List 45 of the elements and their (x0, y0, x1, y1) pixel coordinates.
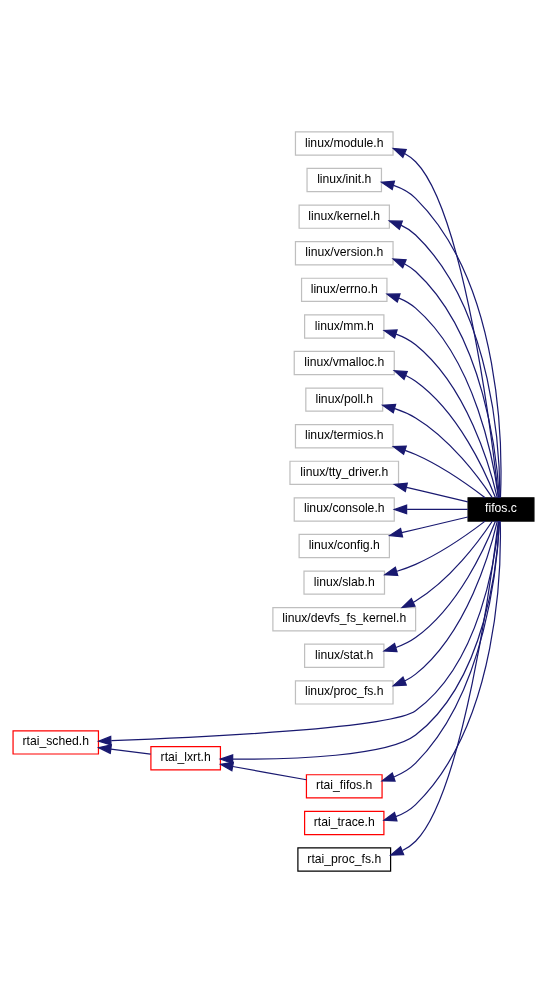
arrow (218, 520, 501, 765)
node-box: linux/tty_driver.h (289, 460, 400, 486)
node-box: linux/console.h (293, 497, 395, 522)
arrow (392, 504, 469, 515)
arrow (382, 520, 502, 822)
arrow (400, 520, 493, 609)
node-box: linux/proc_fs.h (294, 680, 394, 705)
node-box: linux/init.h (306, 167, 383, 193)
node-box: rtai_fifos.h (305, 774, 383, 799)
arrow (387, 220, 501, 499)
node-box: linux/devfs_fs_kernel.h (272, 607, 417, 632)
arrow (380, 403, 493, 499)
arrow (391, 520, 498, 687)
arrow (391, 147, 500, 499)
arrow (380, 520, 501, 782)
node-box: rtai_lxrt.h (150, 746, 222, 771)
arrow (382, 329, 498, 499)
node-box: linux/errno.h (300, 277, 388, 303)
arrow (389, 520, 500, 856)
node-box: linux/module.h (294, 131, 394, 156)
node-box: linux/kernel.h (298, 204, 390, 229)
node-box: linux/poll.h (305, 387, 384, 412)
node-box: linux/config.h (298, 533, 390, 559)
arrow (382, 520, 497, 653)
node-box: rtai_proc_fs.h (297, 847, 392, 872)
arrow (218, 761, 308, 781)
node-box: linux/version.h (294, 241, 394, 266)
node-box: linux/slab.h (303, 570, 386, 595)
arrow (96, 744, 152, 755)
node-box: linux/vmalloc.h (293, 350, 395, 376)
arrow (391, 258, 500, 499)
node-box: linux/mm.h (304, 314, 385, 339)
arrow (385, 293, 500, 499)
node-box: linux/termios.h (294, 424, 394, 449)
node-box: rtai_sched.h (12, 730, 100, 755)
arrow (96, 520, 500, 746)
arrow (387, 516, 469, 538)
arrow (391, 445, 486, 499)
arrow (392, 370, 497, 499)
node-box: linux/stat.h (304, 643, 385, 668)
arrow (379, 180, 502, 499)
arrow (392, 482, 469, 503)
arrow (383, 520, 486, 577)
node-box: rtai_trace.h (304, 810, 385, 836)
node-box: fifos.c (467, 497, 535, 522)
